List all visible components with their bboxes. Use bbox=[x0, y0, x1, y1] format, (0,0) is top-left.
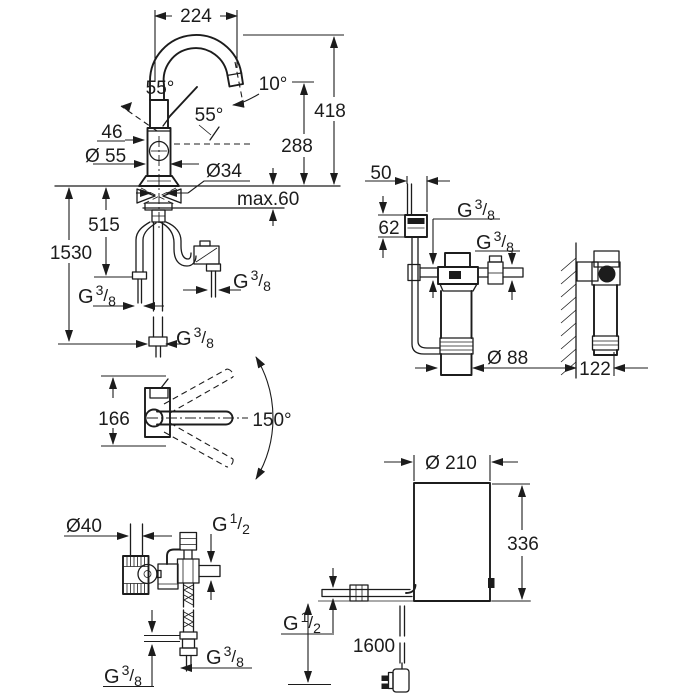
dim-label-166: 166 bbox=[98, 409, 130, 430]
dim-label-dia88: Ø 88 bbox=[487, 348, 528, 369]
dim-label-dia34: Ø34 bbox=[206, 161, 242, 182]
faucet-front-view: 224 55° 55° 10° 418 288 46 Ø 55 Ø34 max.… bbox=[50, 6, 346, 358]
dim-label-1600: 1600 bbox=[353, 636, 395, 657]
dim-label-418: 418 bbox=[314, 101, 346, 122]
dim-label-46: 46 bbox=[101, 122, 122, 143]
dim-label-62: 62 bbox=[378, 218, 399, 239]
dim-label-150deg: 150° bbox=[252, 410, 291, 431]
dim-label-336: 336 bbox=[507, 534, 539, 555]
dim-label-224: 224 bbox=[180, 6, 212, 27]
dim-label-288: 288 bbox=[281, 136, 313, 157]
dim-label-dia40: Ø40 bbox=[66, 516, 102, 537]
wall-hatching bbox=[560, 257, 577, 376]
dim-label-50: 50 bbox=[370, 163, 391, 184]
dim-label-515: 515 bbox=[88, 215, 120, 236]
dim-label-dia210: Ø 210 bbox=[425, 453, 477, 474]
cable-gland bbox=[488, 578, 495, 588]
dim-label-55-right: 55° bbox=[195, 105, 224, 126]
dim-label-1530: 1530 bbox=[50, 243, 92, 264]
dim-label-dia55: Ø 55 bbox=[85, 146, 126, 167]
filter-side-view: 122 bbox=[548, 242, 648, 380]
dim-label-122: 122 bbox=[579, 359, 611, 380]
boiler-body bbox=[413, 482, 491, 602]
braid-hatching bbox=[183, 584, 194, 628]
faucet-top-view: 166 150° bbox=[98, 356, 292, 480]
dim-label-55-left: 55° bbox=[146, 78, 175, 99]
dim-label-max60: max.60 bbox=[237, 189, 299, 210]
dim-label-10deg: 10° bbox=[259, 74, 288, 95]
knurl-hatching bbox=[126, 556, 145, 594]
